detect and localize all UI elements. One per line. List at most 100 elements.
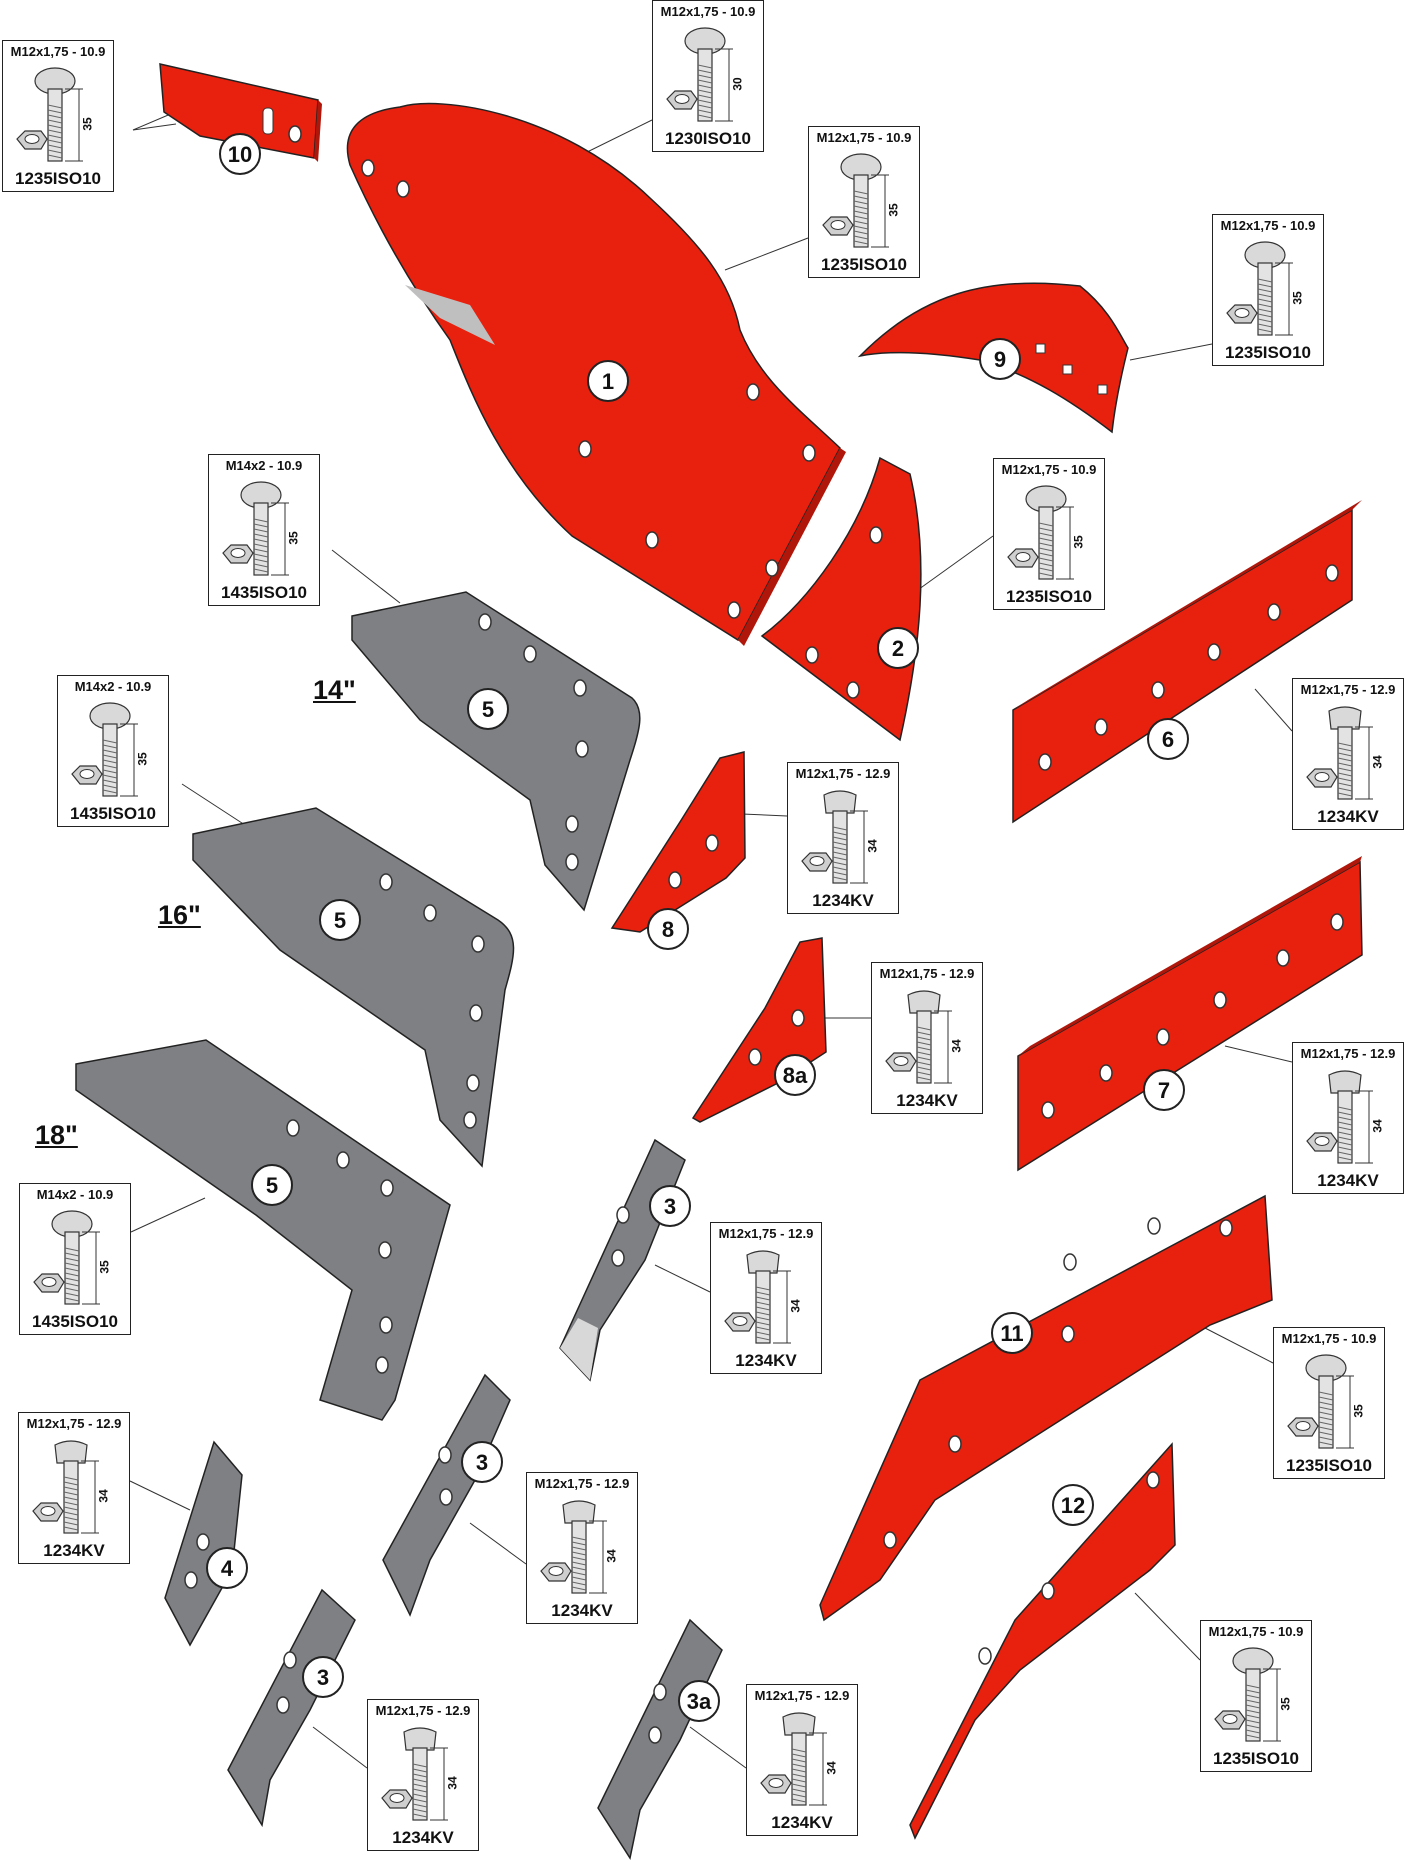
- svg-text:7: 7: [1158, 1078, 1170, 1103]
- bolt-length: 35: [1290, 291, 1305, 305]
- badge-4: 4: [206, 1547, 248, 1589]
- bolt-length: 34: [788, 1299, 803, 1313]
- bolt-head-square: [54, 1440, 88, 1464]
- badge-3-b: 3: [461, 1441, 503, 1483]
- bolt-length: 35: [1278, 1697, 1293, 1711]
- badge-9: 9: [979, 338, 1021, 380]
- bolt-drawing: [1214, 1647, 1281, 1742]
- svg-text:4: 4: [221, 1556, 234, 1581]
- bolt-drawing: [16, 67, 83, 162]
- bolt-length: 34: [1370, 1119, 1385, 1133]
- badge-3-a: 3: [649, 1185, 691, 1227]
- bolt-drawing: [724, 1250, 791, 1344]
- bolt-drawing: [381, 1727, 448, 1821]
- part-7-bar: [1017, 856, 1363, 1172]
- badge-5-16: 5: [319, 899, 361, 941]
- svg-text:5: 5: [482, 697, 494, 722]
- bolt-length: 35: [80, 117, 95, 131]
- bolt-drawing: [32, 1440, 99, 1534]
- svg-text:12: 12: [1061, 1493, 1085, 1518]
- bolt-drawing: [1007, 485, 1074, 580]
- bolt-drawing: [540, 1500, 607, 1594]
- bolt-length: 34: [824, 1761, 839, 1775]
- bolt-drawing: [1306, 706, 1373, 800]
- bolt-length: 30: [730, 77, 745, 91]
- bolt-head-square: [403, 1727, 437, 1751]
- svg-text:10: 10: [228, 142, 252, 167]
- bolt-head-square: [823, 790, 857, 814]
- bolt-drawing: [1226, 241, 1293, 336]
- size-label-18: 18": [35, 1120, 78, 1150]
- bolt-length: 34: [1370, 755, 1385, 769]
- bolt-length: 35: [1351, 1404, 1366, 1418]
- badge-5-14: 5: [467, 688, 509, 730]
- badge-10: 10: [219, 133, 261, 175]
- bolt-length: 35: [1071, 535, 1086, 549]
- bolt-head-square: [746, 1250, 780, 1274]
- bolt-drawing: [222, 481, 289, 576]
- badge-8a: 8a: [774, 1054, 816, 1096]
- svg-text:3: 3: [476, 1450, 488, 1475]
- part-11-bar: [819, 1194, 1273, 1622]
- badge-11: 11: [991, 1312, 1033, 1354]
- bolt-drawing: [760, 1712, 827, 1806]
- part-6-bar: [1012, 500, 1362, 824]
- part-3-point-c: [227, 1588, 356, 1828]
- bolt-drawing: [71, 702, 138, 797]
- badge-3a: 3a: [678, 1680, 720, 1722]
- svg-text:3: 3: [664, 1194, 676, 1219]
- badge-2: 2: [877, 627, 919, 669]
- leader-lines: [129, 109, 1293, 1769]
- svg-text:3a: 3a: [687, 1689, 712, 1714]
- part-5-share-16: [192, 807, 515, 1168]
- badge-3-c: 3: [302, 1656, 344, 1698]
- badge-12: 12: [1052, 1484, 1094, 1526]
- bolt-drawing: [801, 790, 868, 884]
- size-label-16: 16": [158, 900, 201, 930]
- size-label-14: 14": [313, 675, 356, 705]
- badge-6: 6: [1147, 718, 1189, 760]
- bolt-length: 34: [865, 839, 880, 853]
- badge-5-18: 5: [251, 1164, 293, 1206]
- part-3a-point: [597, 1618, 723, 1860]
- badge-8: 8: [647, 908, 689, 950]
- bolt-head-square: [782, 1712, 816, 1736]
- bolt-length: 35: [286, 531, 301, 545]
- part-8a-plate: [691, 937, 827, 1123]
- svg-text:11: 11: [1000, 1321, 1023, 1346]
- bolt-drawing: [666, 27, 733, 122]
- bolt-head-square: [1328, 706, 1362, 730]
- svg-text:5: 5: [266, 1173, 278, 1198]
- svg-text:1: 1: [602, 369, 614, 394]
- part-5-share-14: [351, 591, 641, 912]
- bolt-length: 34: [445, 1776, 460, 1790]
- bolt-head-square: [562, 1500, 596, 1524]
- svg-text:8: 8: [662, 917, 674, 942]
- bolt-length: 35: [97, 1260, 112, 1274]
- svg-text:3: 3: [317, 1665, 329, 1690]
- part-5-share-18: [75, 1039, 451, 1421]
- part-4-point: [164, 1440, 243, 1647]
- svg-text:5: 5: [334, 908, 346, 933]
- svg-text:8a: 8a: [783, 1063, 808, 1088]
- bolt-drawing: [885, 990, 952, 1084]
